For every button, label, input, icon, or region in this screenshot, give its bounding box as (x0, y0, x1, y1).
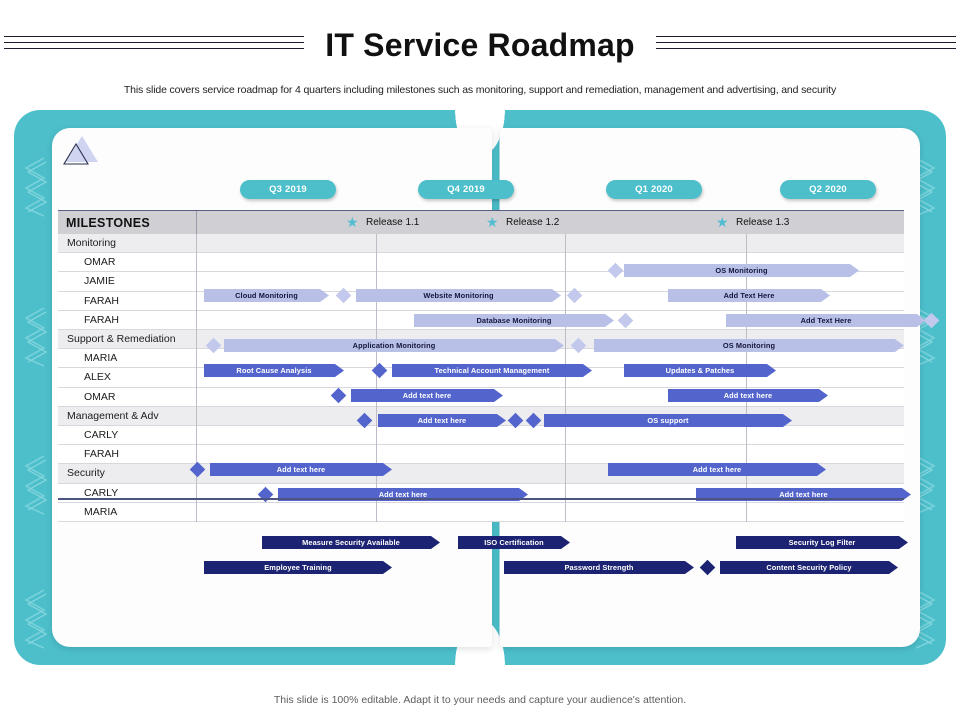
row-track (196, 503, 904, 522)
gantt-bar[interactable]: Add text here (278, 488, 528, 501)
star-icon: ★ (716, 214, 729, 230)
star-icon: ★ (486, 214, 499, 230)
row-divider (58, 328, 904, 330)
row-label: ALEX (84, 371, 111, 384)
milestones-header-label: MILESTONES (66, 216, 151, 230)
title-rule-left (4, 36, 304, 56)
footer-note: This slide is 100% editable. Adapt it to… (273, 694, 687, 706)
table-row[interactable]: MARIA (58, 502, 904, 522)
row-label: OMAR (84, 256, 116, 269)
gantt-bar[interactable]: Updates & Patches (624, 364, 776, 377)
release-label: Release 1.2 (506, 217, 560, 228)
zigzag-decoration (24, 455, 48, 515)
row-divider (58, 444, 904, 446)
table-header: MILESTONES ★ Release 1.1 ★ Release 1.2 ★ Rele… (58, 210, 904, 237)
milestone-diamond-icon[interactable] (699, 559, 716, 576)
table-row[interactable]: CARLY (58, 426, 904, 446)
page-title: IT Service Roadmap (325, 27, 635, 63)
title-rule-right (656, 36, 956, 56)
gantt-bar[interactable]: Add Text Here (668, 289, 830, 302)
release-label: Release 1.3 (736, 217, 790, 228)
gantt-bar[interactable]: Content Security Policy (720, 561, 898, 574)
gantt-bar[interactable]: Root Cause Analysis (204, 364, 344, 377)
row-label: MARIA (84, 505, 118, 518)
gridline-2 (376, 234, 377, 522)
gantt-bar[interactable]: Password Strength (504, 561, 694, 574)
row-divider (58, 309, 904, 311)
gantt-bar[interactable]: ISO Certification (458, 536, 570, 549)
mountain-icon (63, 136, 98, 165)
gantt-bar[interactable]: OS support (544, 414, 792, 427)
row-divider (58, 520, 904, 522)
gantt-bar[interactable]: Add Text Here (726, 314, 926, 327)
gantt-bar[interactable]: Add text here (696, 488, 911, 501)
row-divider (58, 405, 904, 407)
row-label: FARAH (84, 313, 120, 326)
table-row[interactable]: FARAH (58, 445, 904, 465)
gantt-bar[interactable]: Database Monitoring (414, 314, 614, 327)
gantt-bar[interactable]: Employee Training (204, 561, 392, 574)
gantt-bar[interactable]: OS Monitoring (594, 339, 904, 352)
page-subtitle: This slide covers service roadmap for 4 … (123, 84, 837, 96)
gridline-1 (196, 234, 197, 522)
row-label: Monitoring (67, 237, 117, 249)
row-divider (58, 463, 904, 465)
row-label: Support & Remediation (67, 333, 176, 345)
gantt-bar[interactable]: Cloud Monitoring (204, 289, 329, 302)
gantt-bar[interactable]: Measure Security Available (262, 536, 440, 549)
row-track (196, 445, 904, 464)
gridline-3 (565, 234, 566, 522)
row-track (196, 426, 904, 445)
row-divider (58, 386, 904, 388)
gantt-bar[interactable]: Add text here (351, 389, 503, 402)
row-label: Management & Adv (67, 409, 159, 422)
table-bottom-rule (58, 498, 904, 500)
row-label: Security (67, 467, 105, 480)
gantt-bar[interactable]: Add text here (668, 389, 828, 402)
gantt-bar[interactable]: Technical Account Management (392, 364, 592, 377)
gantt-bar[interactable]: Add text here (210, 463, 392, 476)
row-label: FARAH (84, 294, 120, 307)
quarter-pill-4[interactable]: Q2 2020 (780, 180, 876, 199)
row-divider (58, 271, 904, 273)
gantt-bar[interactable]: Security Log Filter (736, 536, 908, 549)
gantt-bar[interactable]: Add text here (378, 414, 506, 427)
roadmap-table: MILESTONES ★ Release 1.1 ★ Release 1.2 ★ Rele… (58, 210, 940, 576)
row-label: JAMIE (84, 275, 115, 288)
zigzag-decoration (24, 589, 48, 649)
zigzag-decoration (24, 157, 48, 217)
quarter-pill-1[interactable]: Q3 2019 (240, 180, 336, 199)
row-label: MARIA (84, 352, 118, 365)
row-label: FARAH (84, 448, 120, 461)
row-divider (58, 482, 904, 484)
quarter-pill-2[interactable]: Q4 2019 (418, 180, 514, 199)
gridline-4 (746, 234, 747, 522)
star-icon: ★ (346, 214, 359, 230)
row-divider (58, 501, 904, 503)
release-label: Release 1.1 (366, 217, 420, 228)
row-label: CARLY (84, 429, 119, 441)
header-divider (196, 211, 197, 235)
zigzag-decoration (24, 307, 48, 367)
row-label: CARLY (84, 486, 119, 499)
title-area: IT Service Roadmap (0, 22, 960, 70)
roadmap-gantt: Q3 2019 Q4 2019 Q1 2020 Q2 2020 MILESTONES … (58, 132, 940, 622)
row-divider (58, 252, 904, 254)
gantt-bar[interactable]: OS Monitoring (624, 264, 859, 277)
gantt-bar[interactable]: Add text here (608, 463, 826, 476)
gantt-bar[interactable]: Website Monitoring (356, 289, 561, 302)
quarter-pill-3[interactable]: Q1 2020 (606, 180, 702, 199)
row-label: OMAR (84, 390, 116, 403)
gantt-bar[interactable]: Application Monitoring (224, 339, 564, 352)
table-group-row[interactable]: Monitoring (58, 234, 904, 254)
row-track (196, 234, 904, 253)
